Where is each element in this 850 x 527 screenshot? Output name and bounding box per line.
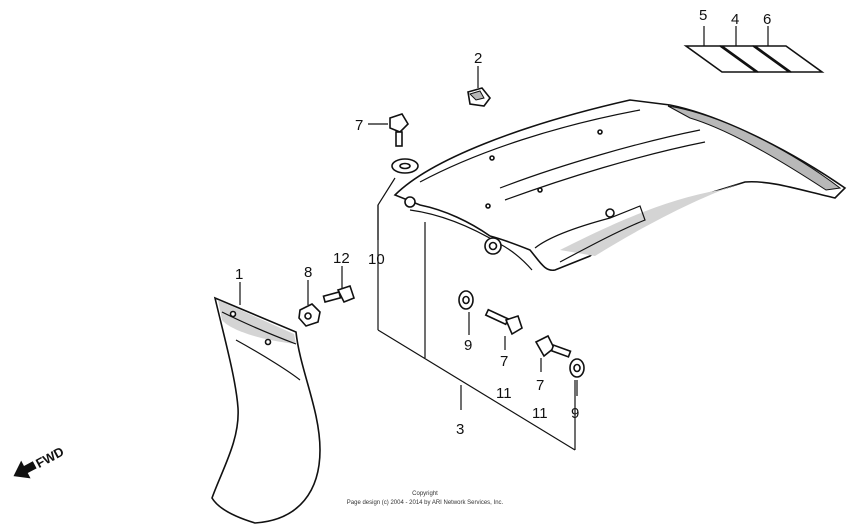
washer-9-left[interactable] bbox=[458, 290, 474, 335]
callout-8: 8 bbox=[304, 264, 312, 281]
callout-6: 6 bbox=[763, 11, 771, 28]
callout-11-middle: 11 bbox=[496, 385, 512, 402]
callout-10: 10 bbox=[368, 251, 385, 268]
washer-10[interactable] bbox=[377, 158, 419, 240]
callout-12: 12 bbox=[333, 250, 350, 267]
copyright-line-1: Copyright bbox=[412, 491, 438, 497]
clip-part-2[interactable] bbox=[467, 66, 492, 107]
callout-3: 3 bbox=[456, 421, 464, 438]
callout-7-right: 7 bbox=[536, 377, 544, 394]
callout-9-left: 9 bbox=[464, 337, 472, 354]
callout-11-right: 11 bbox=[532, 405, 548, 422]
callout-7: 7 bbox=[355, 117, 363, 134]
washer-9-right[interactable] bbox=[569, 358, 585, 396]
fwd-arrow: FWD bbox=[13, 444, 66, 479]
bolt-12[interactable] bbox=[322, 266, 355, 304]
callout-9-right: 9 bbox=[571, 405, 579, 422]
callout-4: 4 bbox=[731, 11, 739, 28]
sticker-strips bbox=[683, 26, 825, 73]
bolt-7-middle[interactable] bbox=[484, 308, 523, 350]
bolt-7-right[interactable] bbox=[534, 334, 572, 372]
rear-fender[interactable] bbox=[393, 99, 847, 272]
mud-flap[interactable] bbox=[211, 282, 321, 524]
strip-5[interactable] bbox=[683, 45, 759, 73]
fwd-label: FWD bbox=[33, 444, 66, 471]
bolt-7-top[interactable] bbox=[368, 113, 410, 147]
callout-1: 1 bbox=[235, 266, 243, 283]
callout-2: 2 bbox=[474, 50, 482, 67]
nut-8[interactable] bbox=[298, 280, 321, 327]
copyright-line-2: Page design (c) 2004 - 2014 by ARI Netwo… bbox=[347, 500, 504, 506]
strip-4[interactable] bbox=[719, 45, 792, 73]
callout-5: 5 bbox=[699, 7, 707, 24]
callout-7-middle: 7 bbox=[500, 353, 508, 370]
strip-6[interactable] bbox=[752, 45, 825, 73]
